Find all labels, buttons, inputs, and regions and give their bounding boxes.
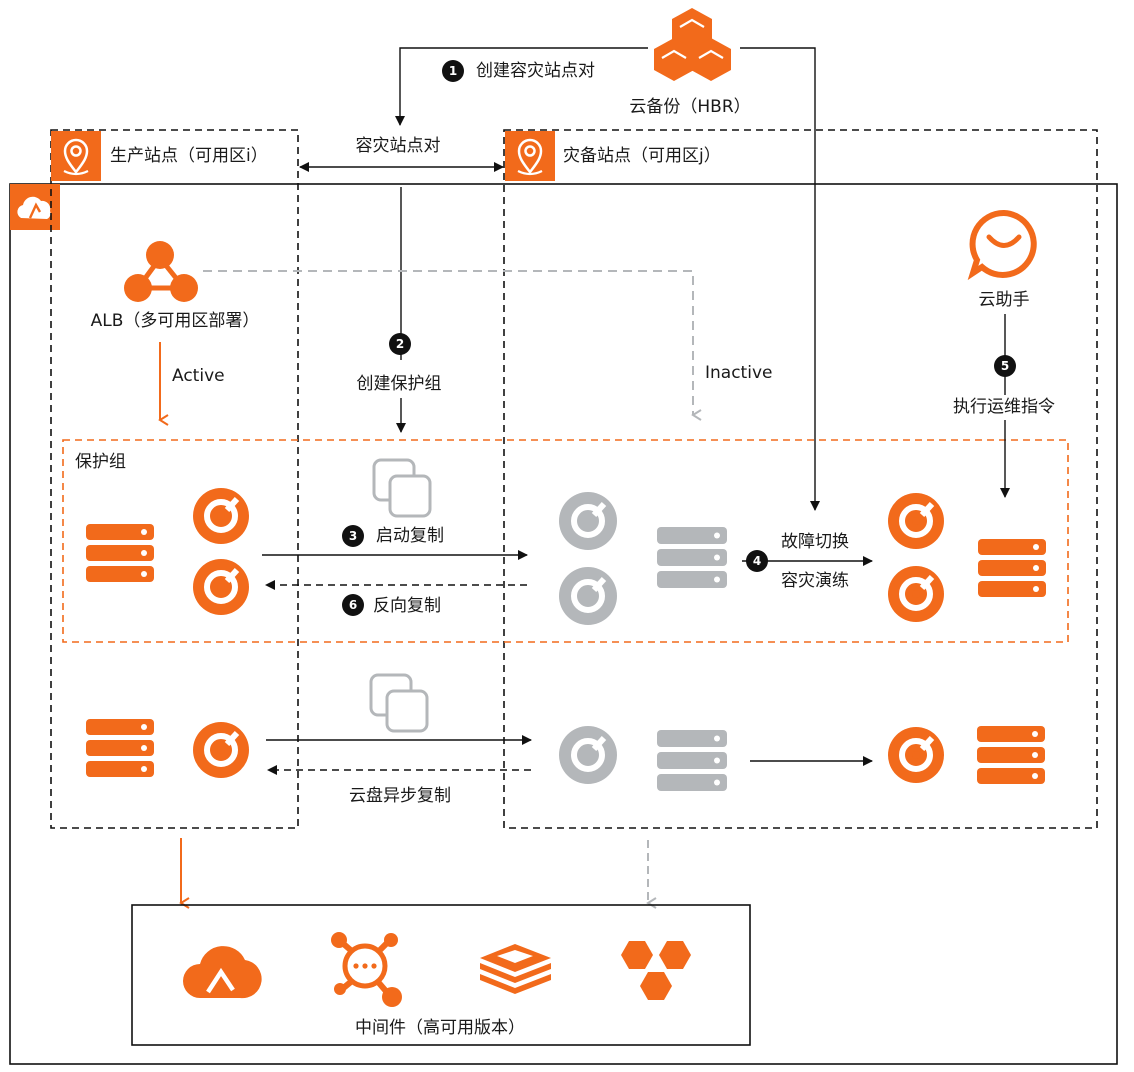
inactive-label: Inactive — [705, 363, 773, 383]
pg-dr-replica-disk-icon-2 — [559, 567, 617, 625]
production-site-label: 生产站点（可用区i） — [110, 146, 268, 166]
bottom-production-server-icon — [86, 719, 154, 777]
bottom-dr-recovered-disk-icon — [888, 727, 944, 783]
site-pair-label: 容灾站点对 — [355, 136, 441, 156]
hbr-icon — [654, 8, 731, 81]
step-1-label: 创建容灾站点对 — [476, 61, 595, 81]
step-2-label: 创建保护组 — [356, 374, 442, 394]
step-1-badge: 1 — [442, 60, 464, 82]
region-boundary — [9, 183, 1118, 1065]
dr-site-pin-icon — [503, 129, 557, 183]
step-2-badge: 2 — [389, 333, 411, 355]
dr-site-label: 灾备站点（可用区j） — [563, 146, 721, 166]
bottom-dr-replica-disk-icon — [559, 726, 617, 784]
bottom-dr-recovered-server-icon — [977, 726, 1045, 784]
protection-group-label: 保护组 — [75, 452, 126, 472]
pg-copy-icon — [372, 458, 432, 518]
pg-production-disk-icon-2 — [193, 559, 249, 615]
step-4-label: 故障切换 — [781, 532, 849, 552]
cloud-upload-icon — [183, 946, 262, 999]
active-label: Active — [172, 366, 225, 386]
pg-production-server-icon — [86, 524, 154, 582]
step-3-badge: 3 — [342, 525, 364, 547]
async-replication-label: 云盘异步复制 — [349, 786, 451, 806]
pg-dr-replica-disk-icon-1 — [559, 492, 617, 550]
hexagon-cluster-icon — [621, 941, 691, 1000]
redis-icon — [480, 944, 551, 994]
step-6-label: 反向复制 — [373, 596, 441, 616]
dr-site-box — [503, 129, 1098, 829]
step-4-badge: 4 — [746, 550, 768, 572]
message-queue-icon — [331, 932, 402, 1007]
step-5-badge: 5 — [994, 355, 1016, 377]
bottom-production-disk-icon — [193, 722, 249, 778]
middleware-label: 中间件（高可用版本） — [355, 1018, 525, 1038]
pg-dr-recovered-server-icon — [978, 539, 1046, 597]
step-3-label: 启动复制 — [376, 526, 444, 546]
pg-dr-recovered-disk-icon-2 — [888, 566, 944, 622]
alb-icon — [124, 241, 198, 302]
cloud-assistant-label: 云助手 — [978, 290, 1030, 310]
bottom-copy-icon — [369, 673, 429, 733]
pg-production-disk-icon-1 — [193, 488, 249, 544]
protection-group-box — [62, 439, 1069, 643]
pg-dr-replica-server-icon — [657, 527, 727, 588]
step-6-badge: 6 — [342, 594, 364, 616]
middleware-box — [131, 904, 751, 1046]
hbr-label: 云备份（HBR） — [629, 97, 751, 117]
cloud-assistant-icon — [967, 209, 1037, 281]
bottom-dr-replica-server-icon — [657, 730, 727, 791]
pg-dr-recovered-disk-icon-1 — [888, 493, 944, 549]
step-5-label: 执行运维指令 — [953, 397, 1055, 417]
alb-label: ALB（多可用区部署） — [90, 311, 260, 331]
drill-label: 容灾演练 — [781, 571, 849, 591]
production-site-box — [50, 129, 299, 829]
production-site-pin-icon — [49, 129, 103, 183]
region-cloud-icon — [10, 184, 60, 230]
